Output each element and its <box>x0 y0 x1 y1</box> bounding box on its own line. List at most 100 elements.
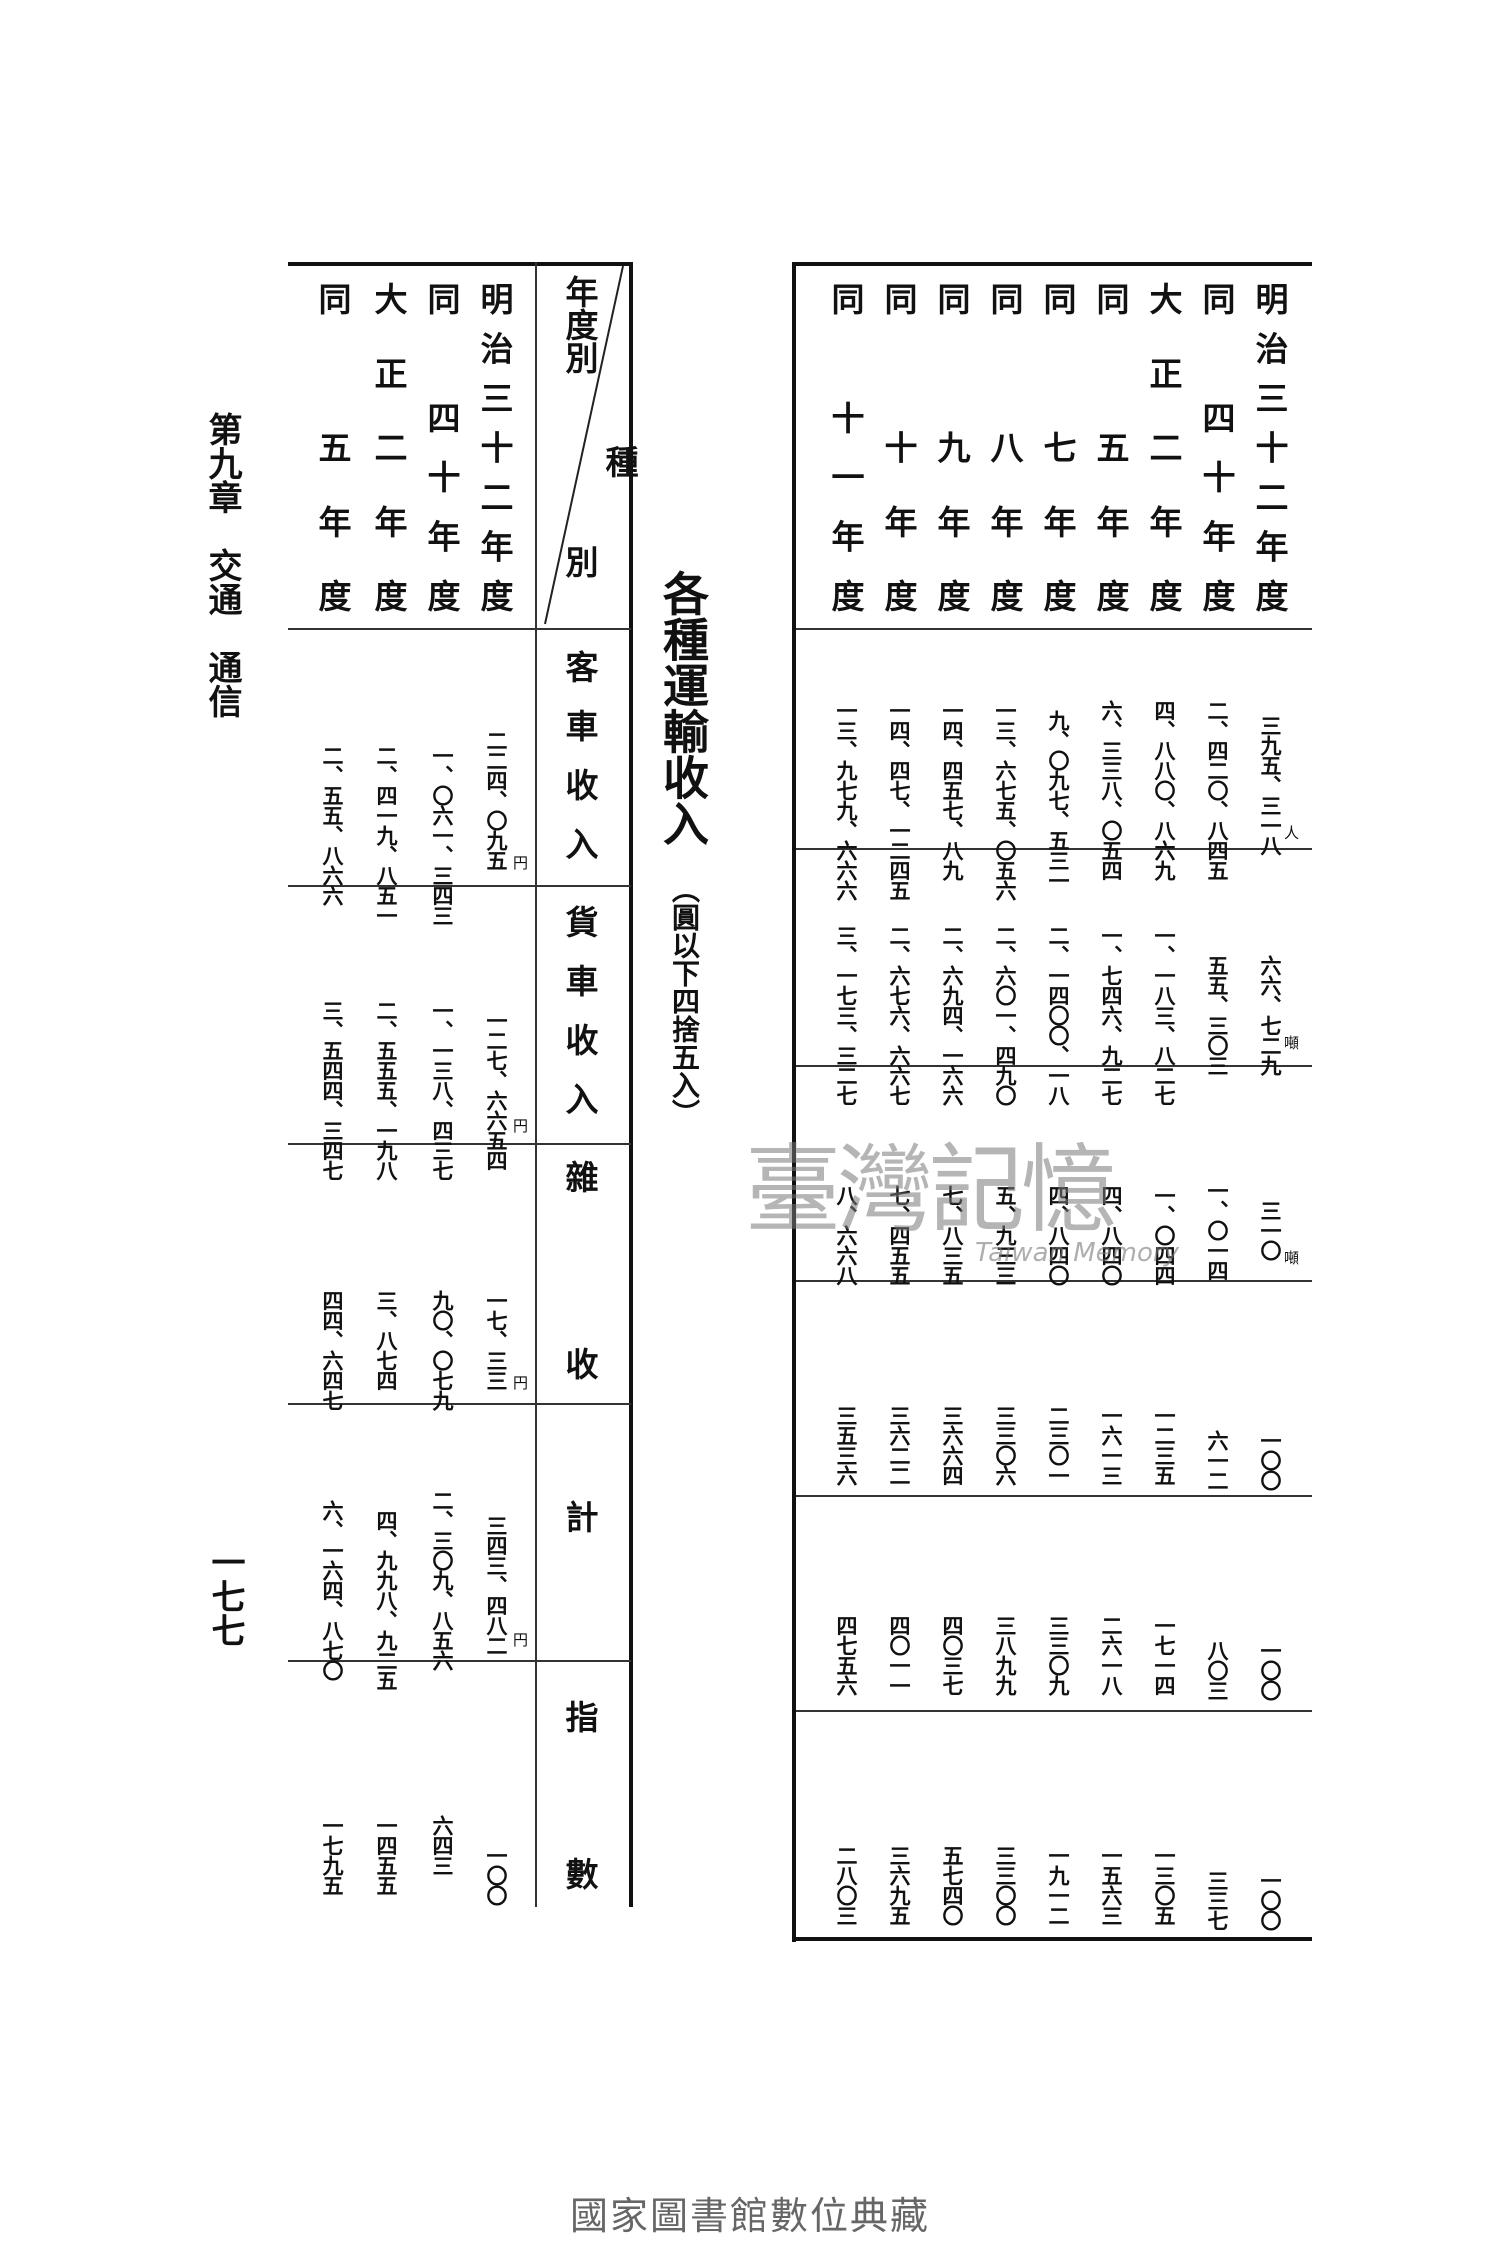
left-col-divider <box>288 1660 535 1662</box>
left-table-right-rule <box>629 262 633 1907</box>
right-c1-value: 九、〇九七、五三一 <box>1046 710 1071 890</box>
left-passenger-value: 二二四、〇九五 <box>484 730 509 870</box>
header-passenger: 客車收入 <box>560 650 599 860</box>
right-row-year: 同 九年度 <box>932 282 971 612</box>
left-freight-value: 一、一三八、四三七 <box>430 1000 455 1180</box>
right-c5-value: 三八九九 <box>993 1615 1018 1695</box>
right-c5-value: 一七一四 <box>1152 1615 1177 1695</box>
right-c6-value: 三六九五 <box>887 1845 912 1925</box>
right-c4-value: 一二三五 <box>1152 1405 1177 1485</box>
left-table-header-divider <box>535 262 537 1907</box>
unit-yen: 円 <box>511 1375 529 1390</box>
left-col-divider <box>288 885 535 887</box>
right-table-left-rule <box>792 262 796 1942</box>
right-row-year: 大正二年度 <box>1144 282 1183 612</box>
right-c6-value: 一五六三 <box>1099 1845 1124 1925</box>
right-c6-value: 一〇〇 <box>1258 1870 1283 1930</box>
right-c4-value: 三五三六 <box>834 1405 859 1485</box>
right-c2-value: 二、六九四、一六六 <box>940 925 965 1105</box>
left-misc-value: 三、八七四 <box>374 1290 399 1390</box>
right-c3-value: 七、八三五 <box>940 1185 965 1285</box>
unit-yen: 円 <box>511 855 529 870</box>
table-title: 各種運輸收入 <box>656 570 710 846</box>
unit-tons: 噸 <box>1282 1250 1300 1265</box>
right-c2-value: 二、六七六、六六七 <box>887 925 912 1105</box>
left-freight-value: 一二七、六六五四 <box>484 1010 509 1170</box>
right-c3-value: 五、九三三 <box>993 1185 1018 1285</box>
header-misc: 雜收 <box>560 1160 599 1380</box>
right-c4-value: 三六二二 <box>887 1405 912 1485</box>
watermark-subtitle: Taiwan Memory <box>975 1238 1179 1268</box>
left-freight-value: 三、五四四、三四七 <box>320 1000 345 1180</box>
left-table-header-rule <box>288 628 631 630</box>
left-passenger-value: 二、四一九、八五一 <box>374 745 399 925</box>
left-total-value: 六、一六四、八七〇 <box>320 1500 345 1680</box>
running-head: 第九章 交通 通信 <box>202 412 242 718</box>
right-col-divider <box>796 1065 1312 1067</box>
header-index: 指數 <box>560 1700 599 1890</box>
header-kind-top: 種 <box>600 445 639 478</box>
right-c6-value: 二八〇三 <box>834 1845 859 1925</box>
unit-persons: 人 <box>1282 825 1300 840</box>
left-total-value: 二、三〇九、八五六 <box>430 1490 455 1670</box>
left-col-divider <box>535 885 631 887</box>
right-c3-value: 七、四五五 <box>887 1185 912 1285</box>
left-total-value: 四、九九八、九二五 <box>374 1510 399 1690</box>
right-c4-value: 三六六四 <box>940 1405 965 1485</box>
right-c3-value: 四、八四〇 <box>1099 1185 1124 1285</box>
header-kind-bottom: 別 <box>560 545 599 578</box>
left-row-year: 大正二年度 <box>369 282 408 612</box>
right-c1-value: 一三、六七五、〇五六 <box>993 700 1018 900</box>
left-index-value: 六四三 <box>430 1815 455 1875</box>
unit-yen: 円 <box>511 1632 529 1647</box>
right-c2-value: 二、六〇一、四九〇 <box>993 925 1018 1105</box>
archive-footer: 國家圖書館數位典藏 <box>569 2194 930 2238</box>
right-c4-value: 二三〇一 <box>1046 1405 1071 1485</box>
right-c6-value: 三三〇〇 <box>993 1845 1018 1925</box>
right-row-year: 同 十年度 <box>879 282 918 612</box>
right-c6-value: 一三〇五 <box>1152 1845 1177 1925</box>
left-misc-value: 九〇、〇七九 <box>430 1290 455 1410</box>
right-c3-value: 一、〇四四 <box>1152 1185 1177 1285</box>
right-c1-value: 一四、四五七、八九 <box>940 700 965 880</box>
header-freight: 貨車收入 <box>560 905 599 1115</box>
right-c2-value: 五五、三〇三 <box>1205 955 1230 1075</box>
right-col-divider <box>796 1710 1312 1712</box>
right-c5-value: 四七五六 <box>834 1615 859 1695</box>
right-c6-value: 一九一二 <box>1046 1845 1071 1925</box>
left-col-divider <box>535 1660 631 1662</box>
right-row-year: 同 五年度 <box>1091 282 1130 612</box>
right-row-year: 同 八年度 <box>985 282 1024 612</box>
header-year-label: 年度別 <box>560 275 599 374</box>
right-c4-value: 三三〇六 <box>993 1405 1018 1485</box>
watermark-logo: 臺灣記憶 <box>745 1134 1117 1246</box>
right-c5-value: 八〇三 <box>1205 1640 1230 1700</box>
right-row-year: 同 四十年度 <box>1197 282 1236 612</box>
right-col-divider <box>796 848 1312 850</box>
right-table-bottom-rule <box>792 1937 1312 1941</box>
right-col-divider <box>796 1280 1312 1282</box>
left-col-divider <box>288 1403 535 1405</box>
right-c6-value: 五七四〇 <box>940 1845 965 1925</box>
left-table-top-rule <box>288 262 633 266</box>
right-table-header-rule <box>796 628 1312 630</box>
right-c4-value: 一〇〇 <box>1258 1430 1283 1490</box>
right-row-year: 同 十一年度 <box>826 282 865 612</box>
right-c1-value: 二、四二〇、八四五 <box>1205 700 1230 880</box>
right-c5-value: 三三〇九 <box>1046 1615 1071 1695</box>
right-c2-value: 一、七四六、九二七 <box>1099 925 1124 1105</box>
right-c2-value: 六六、七二九 <box>1258 955 1283 1075</box>
left-col-divider <box>535 1143 631 1145</box>
right-table-top-rule <box>792 262 1312 266</box>
right-col-divider <box>796 1495 1312 1497</box>
right-row-year: 同 七年度 <box>1038 282 1077 612</box>
right-c6-value: 三三七 <box>1205 1870 1230 1930</box>
left-col-divider <box>535 1403 631 1405</box>
right-c1-value: 三九五、三一八 <box>1258 715 1283 855</box>
left-index-value: 一四五五 <box>374 1815 399 1895</box>
right-c3-value: 三一〇 <box>1258 1200 1283 1260</box>
left-row-year: 同 四十年度 <box>422 282 461 612</box>
left-row-year: 明治三十二年度 <box>475 282 514 612</box>
right-c5-value: 二六一八 <box>1099 1615 1124 1695</box>
left-passenger-value: 一、〇六一、三四三 <box>430 745 455 925</box>
